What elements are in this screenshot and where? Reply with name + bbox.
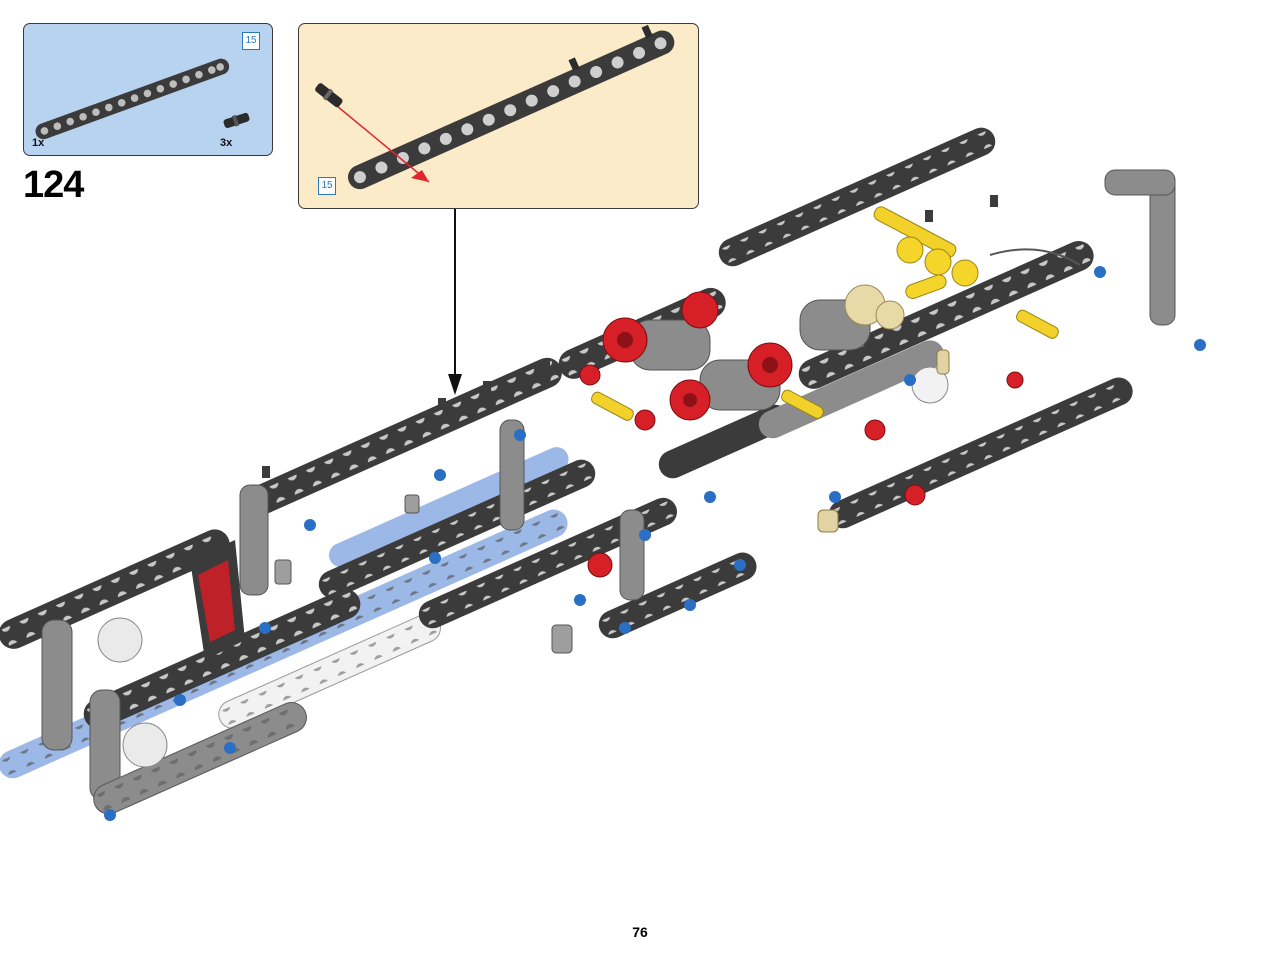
- connector-pin-part-illustration: [223, 112, 250, 128]
- page-number: 76: [632, 924, 648, 940]
- pin-quantity: 3x: [220, 137, 233, 149]
- callout-illustration: [315, 24, 675, 190]
- callout-length-badge: 15: [318, 177, 336, 195]
- sub-assembly-callout: 15: [298, 23, 699, 209]
- step-number: 124: [23, 164, 84, 206]
- beam-15-part-illustration: [35, 58, 250, 140]
- beam-quantity: 1x: [32, 137, 45, 149]
- parts-list-box: 15 1x 3x: [23, 23, 273, 156]
- beam-length-badge: 15: [242, 32, 260, 50]
